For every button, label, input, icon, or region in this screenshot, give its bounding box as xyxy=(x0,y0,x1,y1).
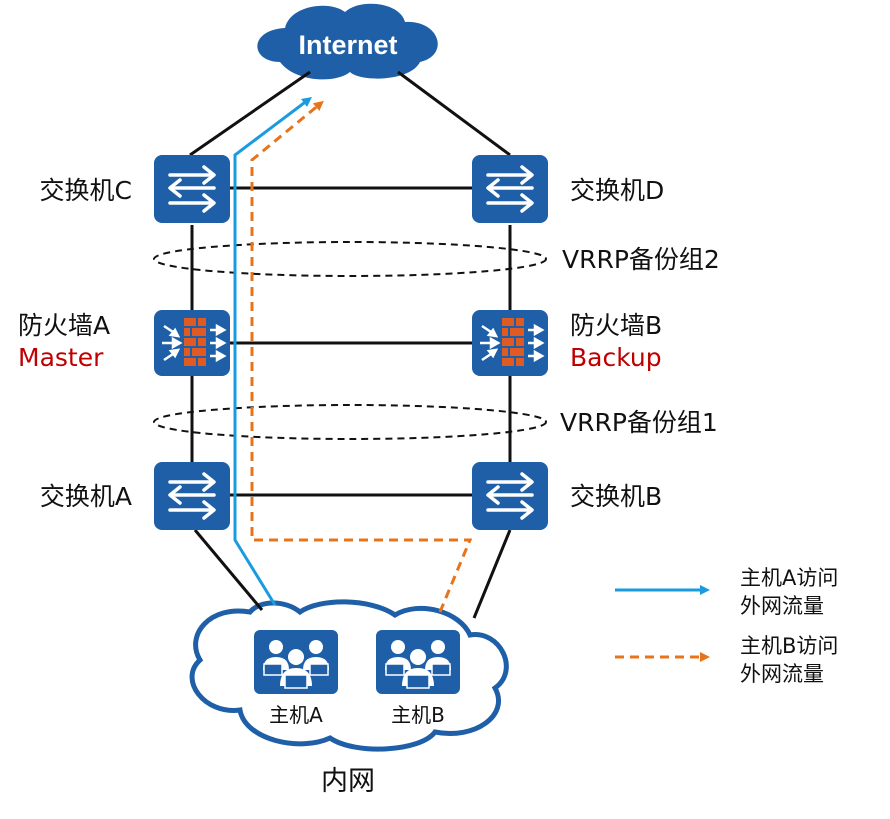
legend-host-b-line1: 主机B访问 xyxy=(740,634,838,658)
intranet-label: 内网 xyxy=(321,766,375,797)
switch-c-icon xyxy=(152,153,232,225)
switch-a-icon xyxy=(152,460,232,532)
link-switch-b-intranet xyxy=(472,529,512,619)
host-b-label: 主机B xyxy=(391,703,445,727)
links xyxy=(189,70,512,619)
link-internet-switch-c xyxy=(189,70,311,157)
internet-label: Internet xyxy=(298,30,397,60)
switch-b-label: 交换机B xyxy=(570,482,662,511)
firewall-b-icon xyxy=(470,308,550,378)
legend-host-b-line2: 外网流量 xyxy=(740,662,824,686)
host-b-icon xyxy=(375,629,461,695)
vrrp-group1-label: VRRP备份组1 xyxy=(560,408,718,437)
host-a-icon xyxy=(253,629,339,695)
vrrp-group2-label: VRRP备份组2 xyxy=(562,245,720,274)
firewall-a-role: Master xyxy=(18,343,104,372)
link-switch-a-intranet xyxy=(193,529,264,611)
vrrp-group2-ellipse xyxy=(153,241,547,277)
switch-a-label: 交换机A xyxy=(40,482,132,511)
internet-cloud: Internet xyxy=(257,3,438,80)
legend: 主机A访问 外网流量 主机B访问 外网流量 xyxy=(615,566,838,686)
switch-d-label: 交换机D xyxy=(570,176,664,205)
legend-host-a-line1: 主机A访问 xyxy=(740,566,838,590)
vrrp-group1-ellipse xyxy=(153,404,547,440)
legend-host-a-line2: 外网流量 xyxy=(740,594,824,618)
firewall-b-role: Backup xyxy=(570,343,662,372)
host-a-flow-path xyxy=(233,96,312,606)
host-a-label: 主机A xyxy=(269,703,323,727)
switch-b-icon xyxy=(470,460,550,532)
firewall-a-icon xyxy=(152,308,232,378)
firewall-a-label: 防火墙A xyxy=(18,311,110,340)
switch-c-label: 交换机C xyxy=(40,176,132,205)
host-b-flow-path xyxy=(250,100,473,613)
firewall-b-label: 防火墙B xyxy=(570,311,662,340)
link-internet-switch-d xyxy=(397,70,511,157)
switch-d-icon xyxy=(470,153,550,225)
